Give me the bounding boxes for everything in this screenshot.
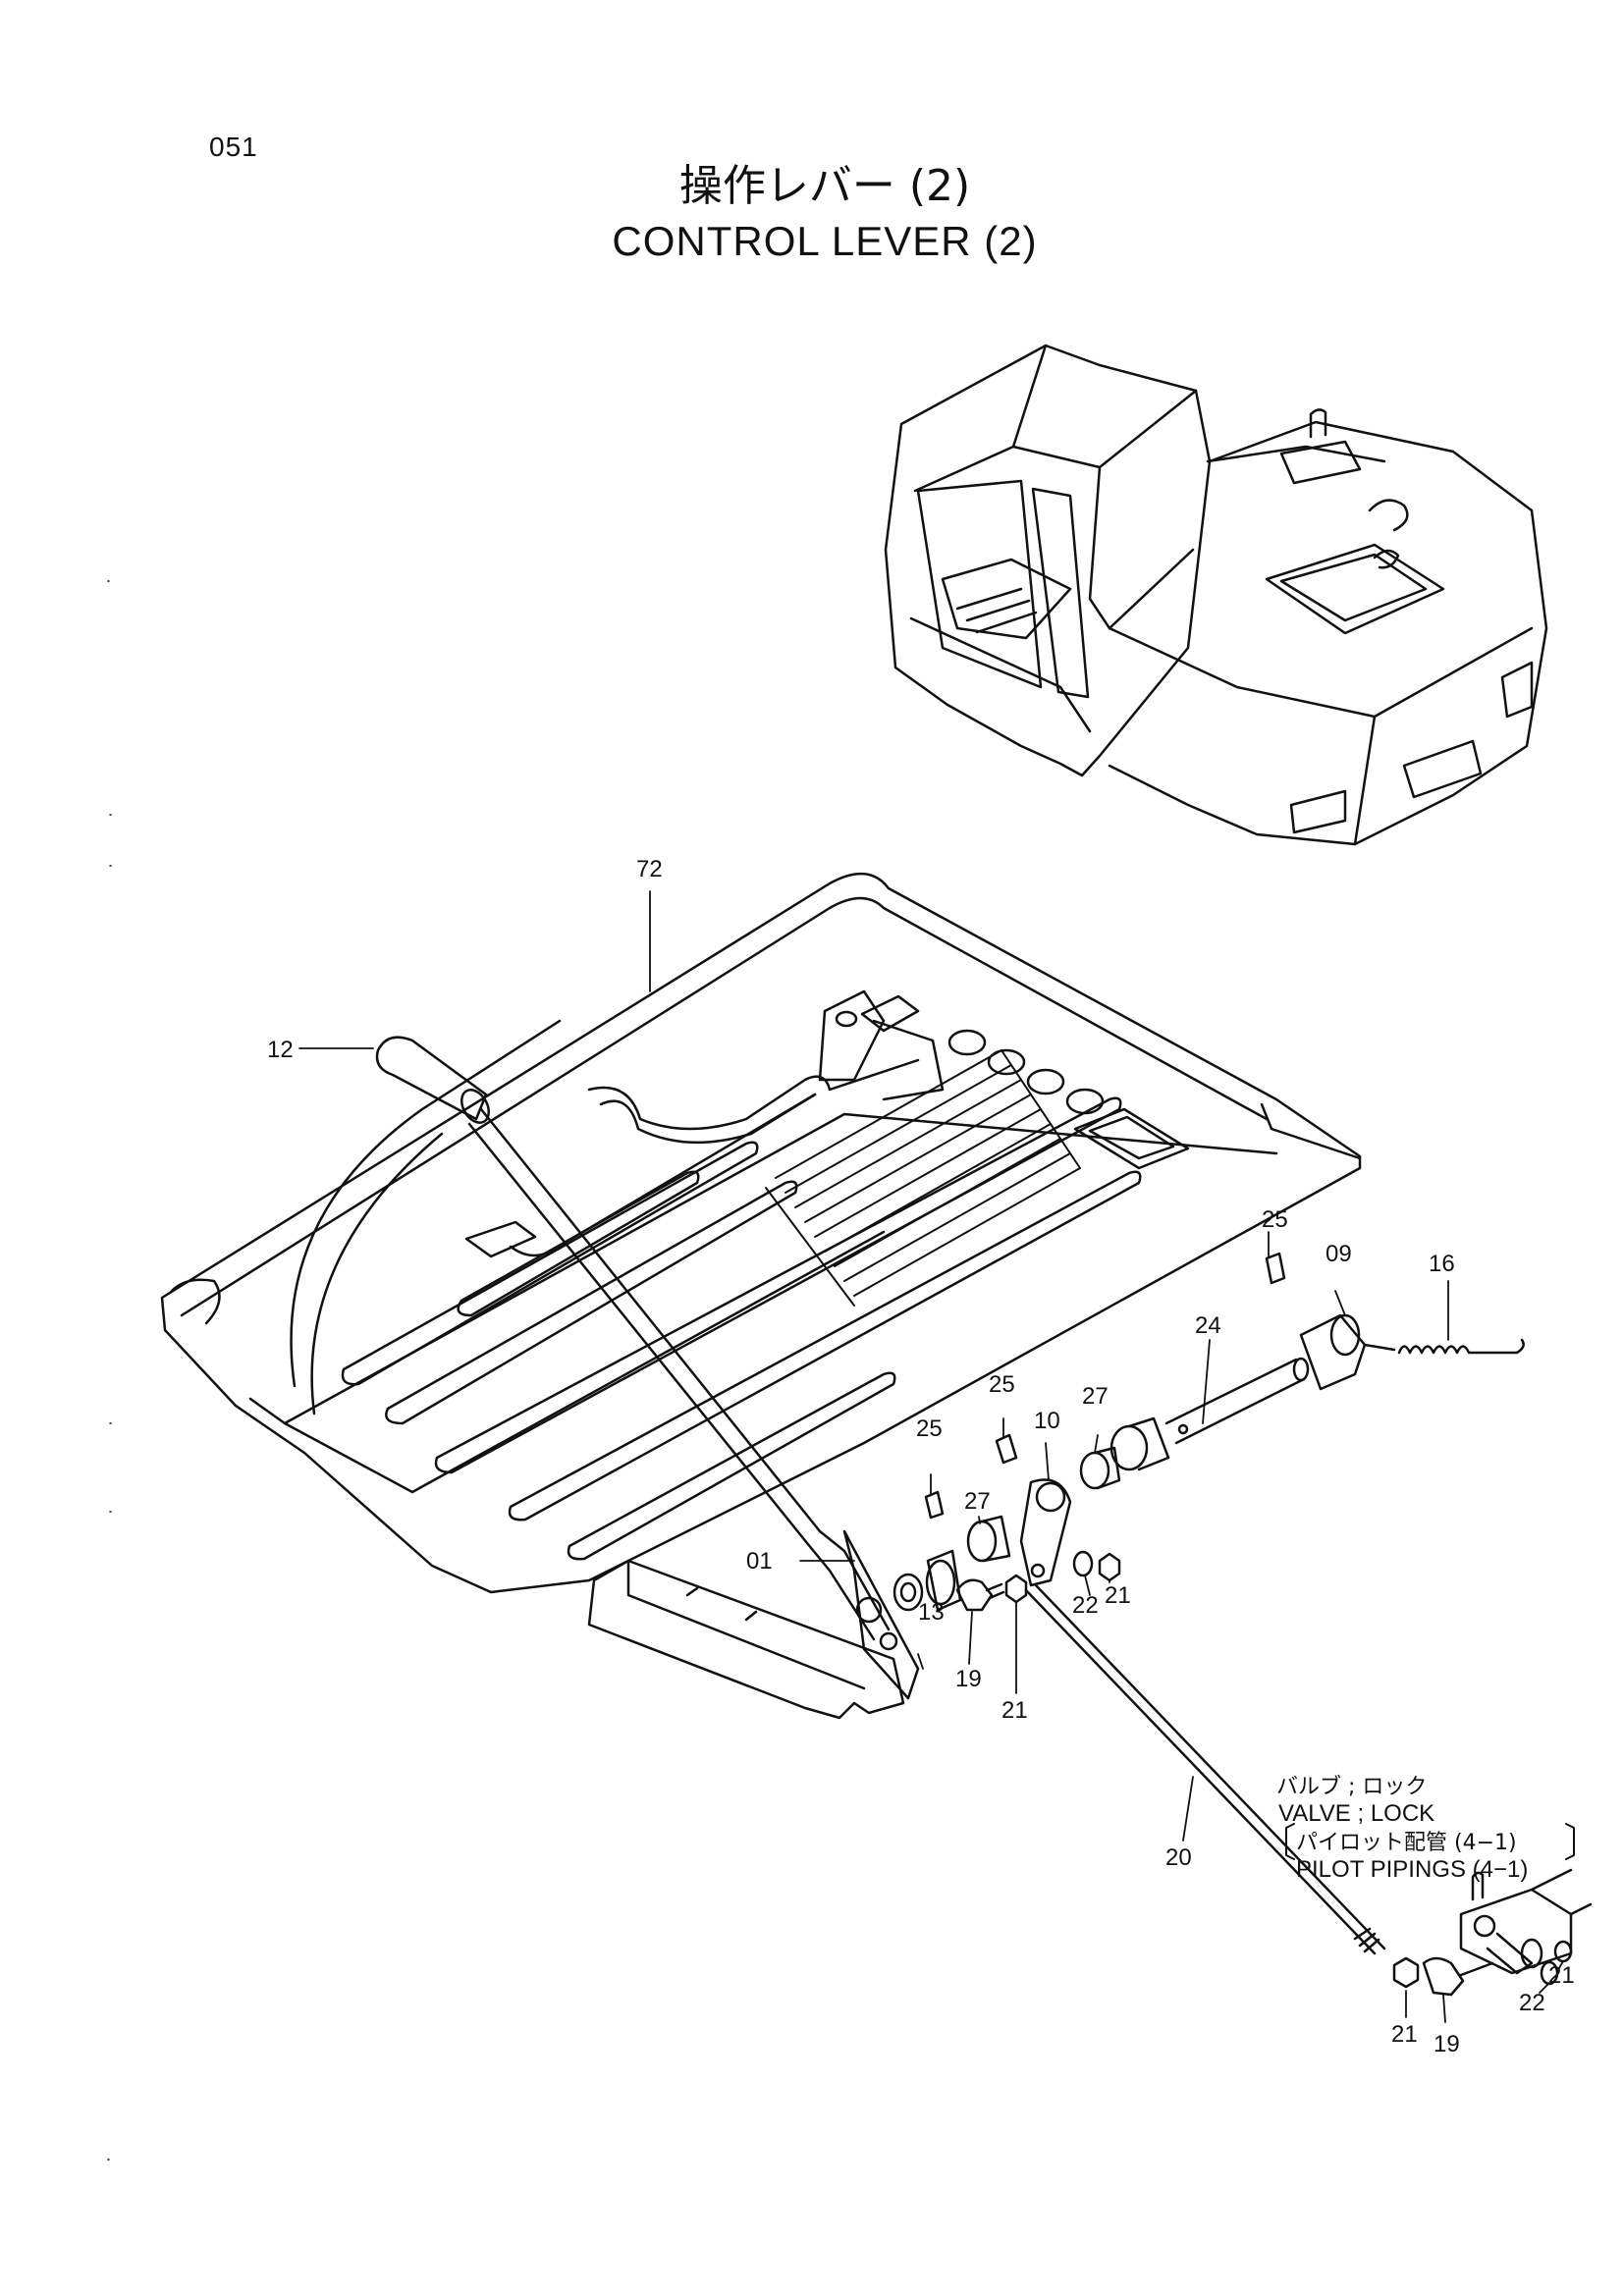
callout-13: 13 (918, 1599, 945, 1626)
note-pilot-japanese: パイロット配管 (4−1) (1296, 1831, 1517, 1855)
note-valve-japanese: バルブ ; ロック (1276, 1775, 1427, 1799)
margin-marks (107, 580, 112, 2161)
note-pilot-english: PILOT PIPINGS (4−1) (1296, 1856, 1528, 1883)
lever-12 (375, 1036, 891, 1641)
callout-10: 10 (1034, 1408, 1060, 1434)
callout-numbers: 72 12 25 09 16 24 25 27 10 25 27 01 13 1… (267, 856, 1575, 2057)
callout-22: 22 (1519, 1990, 1545, 2016)
callout-09: 09 (1325, 1241, 1352, 1267)
callout-21: 21 (1001, 1697, 1028, 1724)
callout-22: 22 (1072, 1592, 1099, 1619)
callout-01: 01 (746, 1548, 773, 1575)
callout-72: 72 (636, 856, 663, 882)
callout-19: 19 (1434, 2031, 1460, 2057)
callout-19: 19 (955, 1666, 982, 1692)
leader-lines (298, 890, 1564, 2023)
callout-21: 21 (1105, 1582, 1131, 1609)
floor-plate-72 (160, 872, 1362, 1720)
title-english: CONTROL LEVER (2) (612, 218, 1038, 264)
callout-20: 20 (1165, 1844, 1192, 1871)
title-block: 操作レバー (2) CONTROL LEVER (2) (550, 159, 1100, 269)
note-valve-english: VALVE ; LOCK (1278, 1800, 1434, 1827)
callout-25: 25 (916, 1415, 943, 1442)
title-japanese: 操作レバー (2) (678, 161, 971, 211)
callout-27: 27 (964, 1488, 991, 1515)
linkage-parts (842, 1252, 1593, 1997)
page-number: 051 (209, 132, 258, 162)
callout-25: 25 (1262, 1206, 1288, 1233)
reference-note: バルブ ; ロック VALVE ; LOCK パイロット配管 (4−1) PIL… (1276, 1775, 1528, 1883)
callout-21: 21 (1548, 1962, 1575, 1989)
callout-27: 27 (1082, 1383, 1109, 1410)
callout-12: 12 (267, 1037, 294, 1063)
excavator-overview-illustration (884, 344, 1548, 846)
callout-25: 25 (989, 1371, 1015, 1398)
callout-16: 16 (1429, 1251, 1455, 1277)
callout-21: 21 (1391, 2021, 1418, 2048)
callout-24: 24 (1195, 1312, 1221, 1339)
